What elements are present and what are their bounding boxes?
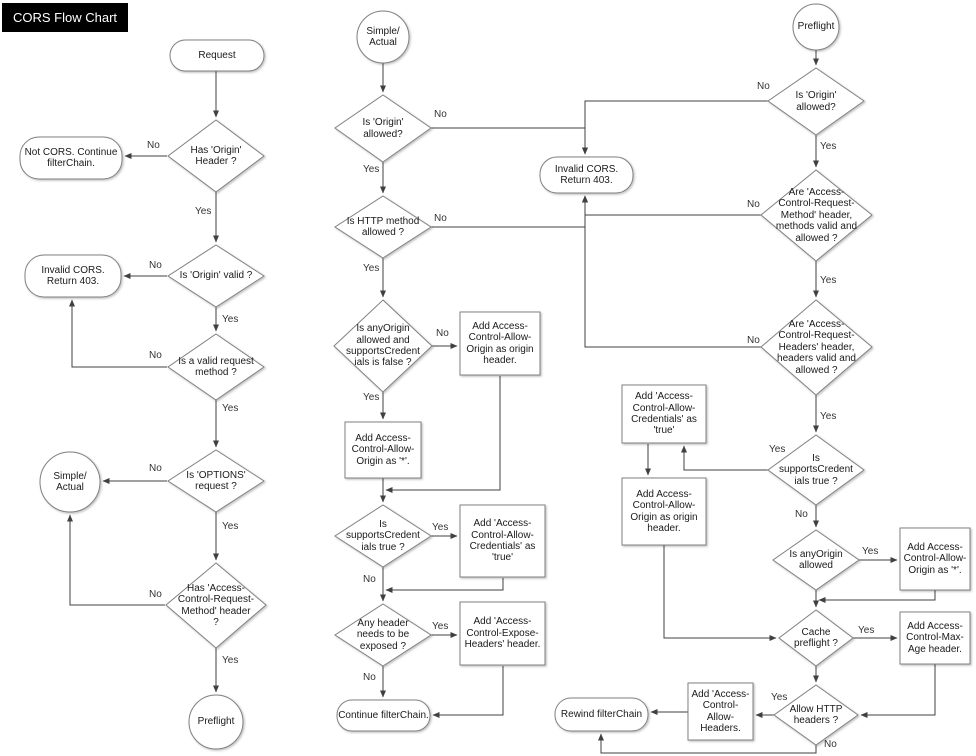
shape-invalid-cors-mid bbox=[539, 156, 634, 194]
shape-origin-allowed-right bbox=[767, 67, 865, 136]
shape-cache-preflight bbox=[778, 609, 854, 667]
connector-layer bbox=[67, 50, 936, 754]
shape-add-origin-header-right bbox=[621, 477, 707, 546]
shape-simple-actual-mid bbox=[356, 10, 410, 64]
shape-rewind-filterchain bbox=[554, 697, 649, 732]
shape-origin-valid bbox=[167, 244, 265, 308]
shape-anyorigin-right bbox=[772, 529, 860, 591]
shape-options-request bbox=[167, 449, 265, 513]
shape-valid-method bbox=[167, 333, 265, 401]
shape-supports-cred-mid bbox=[334, 504, 432, 568]
shape-acrh-valid bbox=[760, 299, 873, 396]
shape-simple-actual-left bbox=[39, 451, 101, 513]
shape-origin-allowed-mid bbox=[334, 94, 432, 163]
shape-expose bbox=[334, 603, 432, 667]
shape-supports-cred-right bbox=[767, 434, 865, 506]
shape-add-expose bbox=[459, 601, 546, 666]
shape-has-acrm bbox=[165, 562, 267, 649]
shape-add-cred-right bbox=[621, 384, 707, 444]
shape-request bbox=[169, 39, 265, 72]
shape-http-method bbox=[334, 195, 432, 259]
shape-allow-headers bbox=[687, 682, 754, 741]
shape-preflight-top bbox=[792, 3, 840, 51]
shape-invalid-cors-left bbox=[24, 254, 122, 298]
shape-has-origin bbox=[167, 119, 265, 193]
shape-add-cred-mid bbox=[459, 504, 546, 578]
shapes-layer bbox=[19, 3, 971, 750]
shape-preflight-left bbox=[188, 694, 244, 750]
shape-allow-http bbox=[773, 684, 859, 746]
shape-add-star-right bbox=[899, 527, 971, 591]
shape-acrm-valid bbox=[760, 169, 873, 262]
shape-anyorigin-credfalse bbox=[333, 299, 433, 393]
shape-add-star-mid bbox=[344, 421, 422, 479]
shape-add-origin-header-mid bbox=[459, 311, 541, 376]
shape-not-cors bbox=[19, 136, 123, 180]
chart-title: CORS Flow Chart bbox=[2, 3, 129, 32]
shape-continue-filterchain bbox=[336, 699, 431, 732]
shape-max-age bbox=[899, 611, 971, 665]
